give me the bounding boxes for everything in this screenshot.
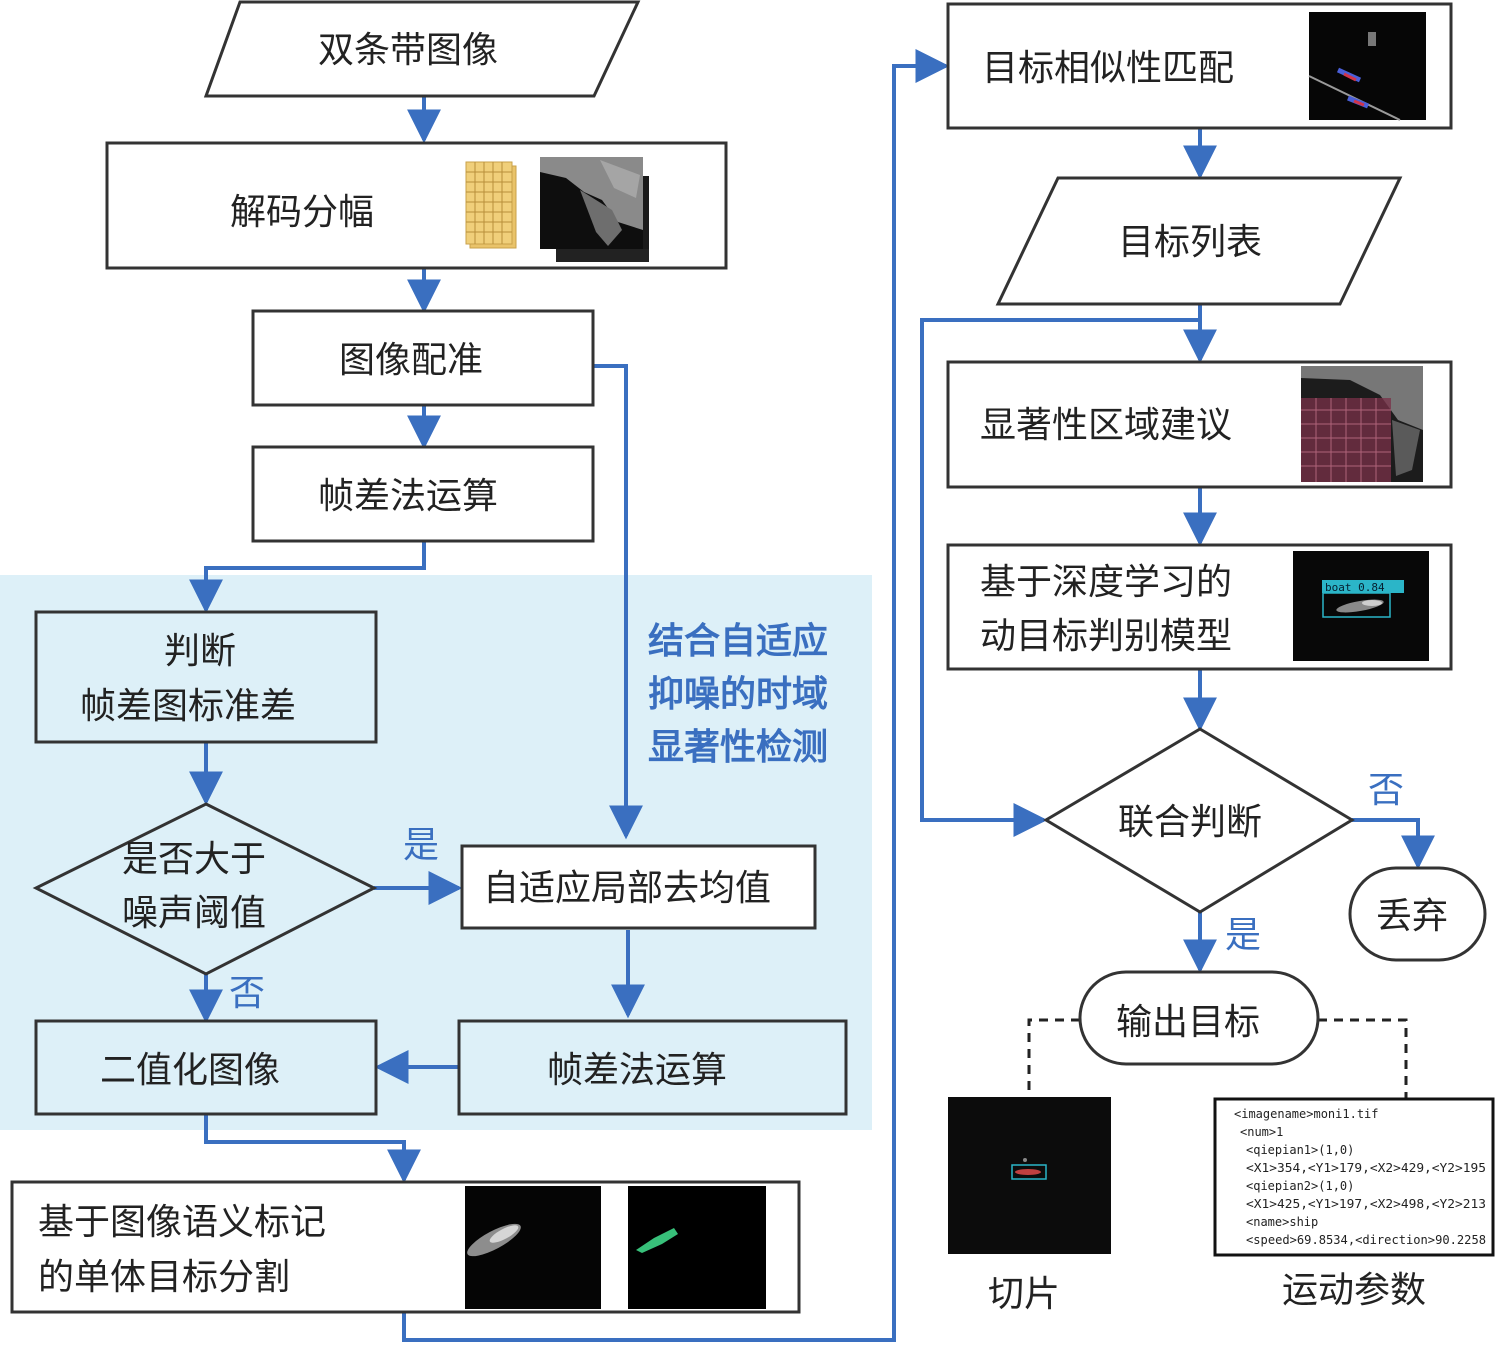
arrow-binarize-to-segmentation	[204, 1114, 421, 1184]
arrow-registration-to-adaptive	[594, 364, 643, 840]
xml-line-2: <qiepian1>(1,0)	[1246, 1143, 1354, 1157]
output-slice-label: 切片	[988, 1274, 1060, 1315]
node-output-target: 输出目标	[1078, 970, 1320, 1066]
matching-thumbnail	[1308, 12, 1426, 121]
annotation-line3: 显著性检测	[648, 727, 828, 768]
edge-label-yes-2: 是	[1225, 915, 1261, 956]
edge-label-no-1: 否	[229, 973, 265, 1014]
node-similarity-match-label: 目标相似性匹配	[982, 48, 1234, 89]
node-image-registration-label: 图像配准	[339, 340, 483, 381]
node-joint-judgment: 联合判断	[1043, 727, 1355, 914]
node-judge-std: 判断 帧差图标准差	[34, 610, 378, 744]
dashed-link-slice	[1027, 1018, 1080, 1096]
node-dl-model-line2: 动目标判别模型	[980, 616, 1232, 657]
node-segmentation-line1: 基于图像语义标记	[38, 1202, 326, 1243]
tile-grid-icon	[465, 161, 517, 249]
node-decode-split-label: 解码分幅	[230, 192, 374, 233]
xml-line-6: <name>ship	[1246, 1215, 1318, 1229]
node-target-list: 目标列表	[995, 176, 1403, 306]
output-motion-label: 运动参数	[1282, 1270, 1426, 1311]
xml-line-0: <imagename>moni1.tif	[1234, 1107, 1379, 1121]
output-motion-parameters: <imagename>moni1.tif <num>1 <qiepian1>(1…	[1213, 1097, 1495, 1311]
node-frame-diff-2: 帧差法运算	[457, 1019, 848, 1116]
xml-line-3: <X1>354,<Y1>179,<X2>429,<Y2>195	[1246, 1161, 1486, 1175]
xml-line-4: <qiepian2>(1,0)	[1246, 1179, 1354, 1193]
node-binarize: 二值化图像	[34, 1019, 378, 1116]
node-noise-threshold-decision: 是否大于 噪声阈值	[32, 802, 378, 976]
saliency-grid-thumbnail	[1301, 366, 1423, 482]
node-noise-q-line1: 是否大于	[122, 839, 266, 880]
arrow-framediff-to-judge	[189, 541, 426, 614]
dashed-link-motion	[1318, 1018, 1408, 1098]
node-adaptive-mean-removal: 自适应局部去均值	[460, 844, 817, 930]
node-noise-q-line2: 噪声阈值	[122, 893, 266, 934]
node-judge-line1: 判断	[164, 631, 236, 672]
arrow-segmentation-to-matching	[402, 49, 950, 1342]
xml-line-5: <X1>425,<Y1>197,<X2>498,<Y2>213	[1246, 1197, 1486, 1211]
node-discard-label: 丢弃	[1376, 896, 1448, 937]
node-similarity-matching: 目标相似性匹配	[946, 2, 1453, 130]
detection-label: boat 0.84	[1325, 581, 1385, 594]
node-frame-diff-2-label: 帧差法运算	[547, 1050, 727, 1091]
arrow-list-to-joint	[920, 318, 1200, 837]
output-slice: 切片	[948, 1097, 1111, 1315]
xml-line-7: <speed>69.8534,<direction>90.2258	[1246, 1233, 1486, 1247]
node-segmentation-line2: 的单体目标分割	[38, 1257, 290, 1298]
node-decode-split: 解码分幅	[105, 141, 728, 270]
node-dl-discrimination-model: 基于深度学习的 动目标判别模型 boat 0.84	[946, 543, 1453, 671]
node-judge-line2: 帧差图标准差	[80, 686, 296, 727]
node-saliency-proposal: 显著性区域建议	[946, 360, 1453, 489]
node-adaptive-mean-label: 自适应局部去均值	[483, 868, 771, 909]
annotation-line1: 结合自适应	[648, 621, 828, 662]
segmentation-mask-thumbnail	[628, 1186, 766, 1309]
flow-arrows	[189, 49, 1435, 1342]
node-binarize-label: 二值化图像	[100, 1050, 280, 1091]
sar-scene-thumbnail	[540, 157, 649, 262]
node-target-list-label: 目标列表	[1118, 222, 1262, 263]
edge-label-yes-1: 是	[403, 825, 439, 866]
node-dual-strip-image-label: 双条带图像	[318, 30, 498, 71]
target-chip-thumbnail	[465, 1186, 601, 1309]
node-dual-strip-image: 双条带图像	[203, 0, 641, 98]
annotation-line2: 抑噪的时域	[648, 674, 828, 715]
node-frame-diff-1: 帧差法运算	[251, 445, 595, 543]
xml-line-1: <num>1	[1240, 1125, 1283, 1139]
node-joint-judgment-label: 联合判断	[1118, 802, 1262, 843]
node-output-target-label: 输出目标	[1116, 1002, 1260, 1043]
node-image-registration: 图像配准	[251, 309, 595, 407]
node-dl-model-line1: 基于深度学习的	[980, 562, 1232, 603]
temporal-saliency-annotation: 结合自适应 抑噪的时域 显著性检测	[648, 621, 828, 768]
node-frame-diff-1-label: 帧差法运算	[318, 476, 498, 517]
node-saliency-proposal-label: 显著性区域建议	[980, 405, 1232, 446]
node-target-segmentation: 基于图像语义标记 的单体目标分割	[10, 1180, 801, 1314]
node-discard: 丢弃	[1348, 866, 1487, 962]
arrow-joint-no	[1352, 818, 1435, 870]
edge-label-no-2: 否	[1368, 770, 1404, 811]
detection-thumbnail: boat 0.84	[1293, 551, 1429, 661]
